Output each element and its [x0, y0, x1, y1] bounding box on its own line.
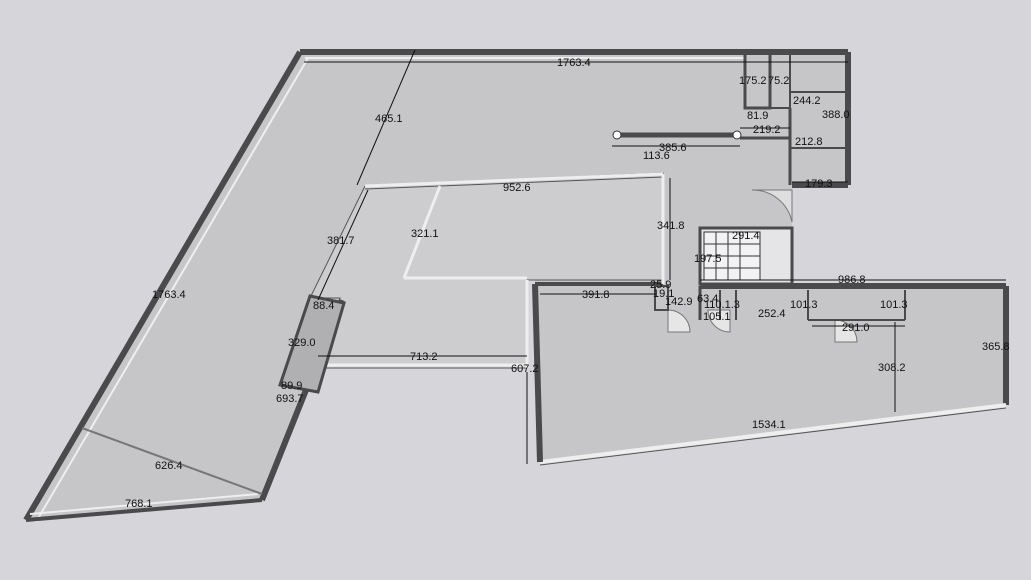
beam [612, 130, 742, 140]
dim-stair-h: 197.5 [694, 253, 722, 265]
service-rooms [740, 50, 849, 223]
dim-left-bay: 626.4 [155, 460, 183, 472]
dim-beam-len: 385.6 [659, 142, 687, 154]
dim-room-d: 244.2 [793, 95, 821, 107]
dim-right-inner: 308.2 [878, 362, 906, 374]
dim-diag-mid: 381.7 [327, 235, 355, 247]
dim-small-i: 101.3 [880, 299, 908, 311]
dim-col-w: 88.4 [313, 300, 334, 312]
dim-room-h: 179.3 [805, 178, 833, 190]
dim-lower-wall: 391.8 [582, 289, 610, 301]
dim-col-h: 329.0 [288, 337, 316, 349]
staircase [698, 226, 794, 286]
dim-post-a: 89.9 [281, 380, 302, 392]
dim-small-b: 19.1 [653, 288, 674, 300]
dim-right-top: 986.8 [838, 274, 866, 286]
dim-room-g: 212.8 [795, 136, 823, 148]
dim-room-a: 175.2 [739, 75, 767, 87]
dim-inner-bottom: 713.2 [410, 351, 438, 363]
dim-step-down: 607.2 [511, 363, 539, 375]
dim-room-c: 81.9 [747, 110, 768, 122]
dim-room-b: 75.2 [768, 75, 789, 87]
dim-small-g: 252.4 [758, 308, 786, 320]
dim-post-b: 693.7 [276, 393, 304, 405]
dim-bottom-long: 1534.1 [752, 419, 786, 431]
dim-room-f: 219.2 [753, 124, 781, 136]
dim-left-wall: 1763.4 [152, 289, 186, 301]
dim-small-c: 142.9 [665, 296, 693, 308]
dim-beam-off: 113.6 [643, 150, 670, 162]
dim-inner-right: 341.8 [657, 220, 685, 232]
dim-small-a: 25.9 [650, 279, 671, 291]
dim-right-side: 365.8 [982, 341, 1010, 353]
dim-bottom-left: 768.1 [125, 498, 153, 510]
dim-small-d: 63.4 [697, 293, 718, 305]
dimension-labels: 1763.4 1763.4 465.1 381.7 321.1 952.6 34… [125, 57, 1010, 510]
dim-diag-inner: 321.1 [411, 228, 439, 240]
outer-walls [23, 49, 1009, 523]
bay-divider [81, 427, 263, 495]
dim-diag-upper: 465.1 [375, 113, 403, 125]
dim-top-wall: 1763.4 [557, 57, 591, 69]
dim-small-f: 105.1 [703, 311, 731, 323]
dim-small-h: 101.3 [790, 299, 818, 311]
dimension-lines [304, 49, 1006, 464]
dim-stair-w: 291.4 [732, 230, 760, 242]
dim-small-e: 110.1.3 [704, 299, 740, 311]
column [278, 294, 346, 394]
dim-small-j: 291.0 [842, 322, 870, 334]
dim-inner-top: 952.6 [503, 182, 531, 194]
dim-room-e: 388.0 [822, 109, 850, 121]
